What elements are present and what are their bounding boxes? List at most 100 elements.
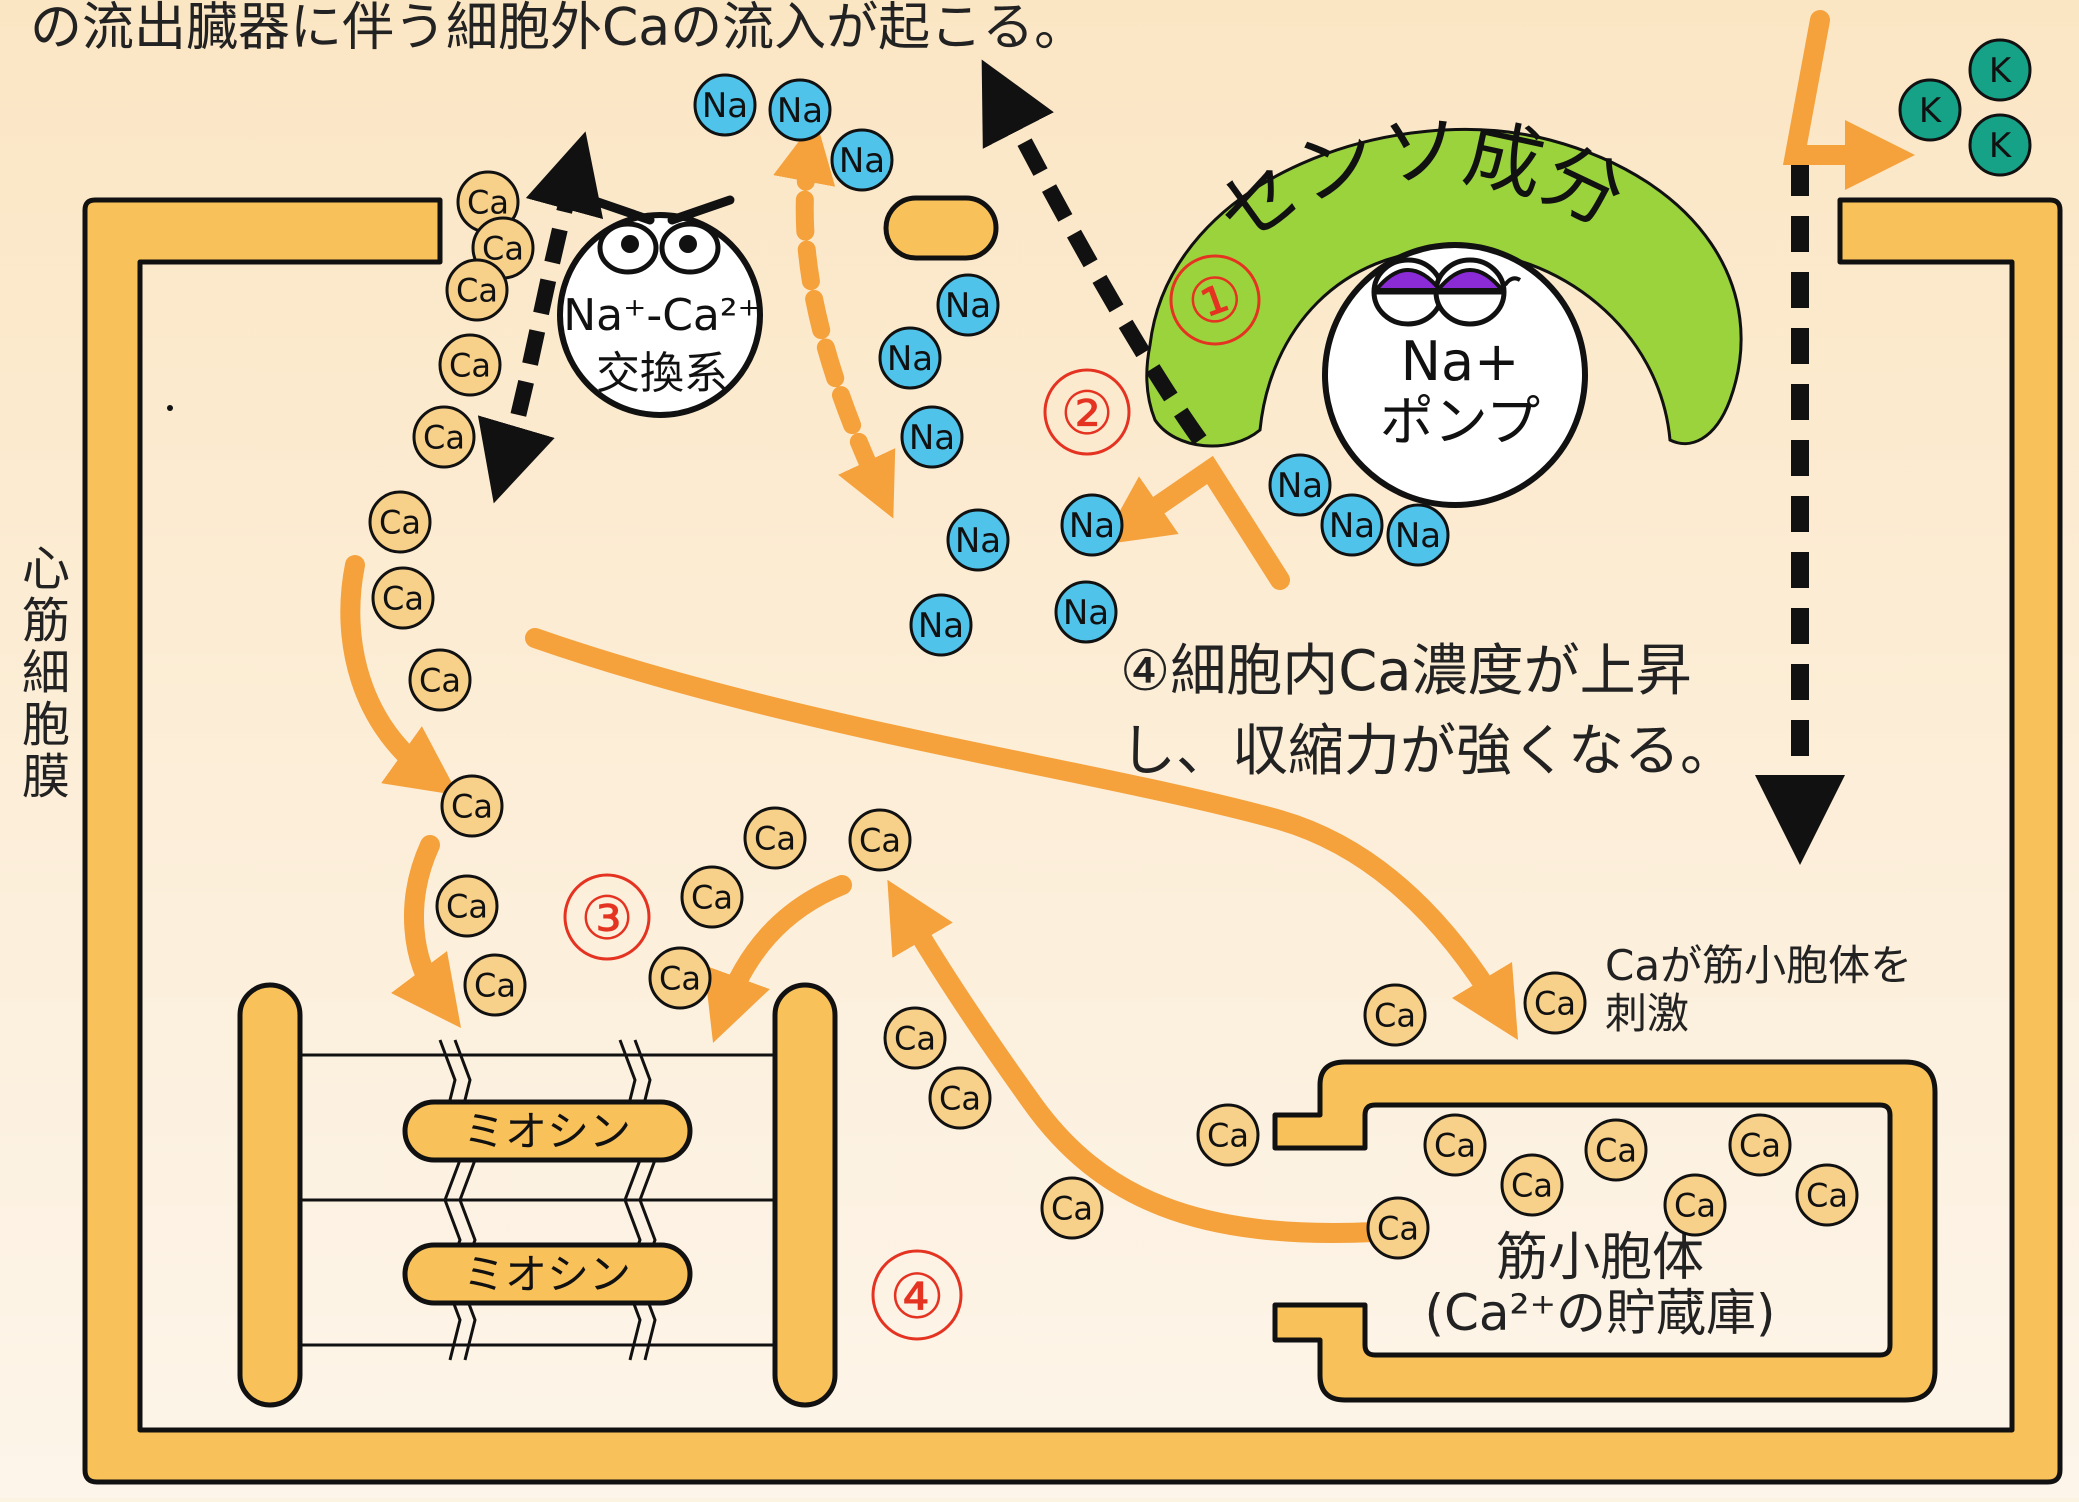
k-ion-label: K	[1919, 91, 1943, 131]
ca-ion: Ca	[368, 490, 432, 554]
ca-ion-label: Ca	[379, 504, 421, 542]
ca-ion: Ca	[1040, 1176, 1104, 1240]
ca-ion: Ca	[463, 953, 527, 1017]
ca-ion-circle	[1584, 1118, 1648, 1182]
sr-stimulus-line1: Caが筋小胞体を	[1605, 941, 1912, 990]
ca-ion-circle	[1795, 1163, 1859, 1227]
ca-ion-circle	[743, 806, 807, 870]
ca-ion-label: Ca	[659, 960, 701, 998]
ca-ion: Ca	[1196, 1103, 1260, 1167]
myosin-label-1: ミオシン	[463, 1107, 631, 1156]
ca-ion: Ca	[408, 648, 472, 712]
ca-ion-label: Ca	[1377, 1210, 1419, 1248]
ca-ion: Ca	[1500, 1153, 1564, 1217]
ca-ion-label: Ca	[449, 347, 491, 385]
na-exchange-dashed-arrow	[773, 119, 896, 519]
step-4-label: ④	[889, 1260, 945, 1333]
membrane-channel-segment	[883, 195, 999, 261]
na-ion-circle	[878, 326, 942, 390]
ca-ion-circle	[1523, 971, 1587, 1035]
ca-stimulates-sr-arrow	[525, 628, 1519, 1041]
ca-ion-circle	[1728, 1113, 1792, 1177]
ca-ion-circle	[368, 490, 432, 554]
ca-ion-circle	[438, 333, 502, 397]
na-ca-exchanger: Na⁺-Ca²⁺ 交換系	[557, 195, 763, 418]
ca-ion-label: Ca	[446, 888, 488, 926]
ca-ion-label: Ca	[451, 788, 493, 826]
ca-ion-circle	[1663, 1173, 1727, 1237]
ca-inflow-arrow-2	[391, 835, 461, 1029]
na-ion-label: Na	[945, 286, 991, 326]
na-ion-circle	[1268, 453, 1332, 517]
k-ion-circle	[1968, 38, 2032, 102]
cell-membrane	[82, 195, 2063, 1485]
exchanger-label-line1: Na⁺-Ca²⁺	[563, 290, 761, 341]
na-ion-label: Na	[1069, 506, 1115, 546]
ca-ion-label: Ca	[1534, 985, 1576, 1023]
k-ion-circle	[1898, 78, 1962, 142]
ca-ion-label: Ca	[939, 1080, 981, 1118]
na-ion-circle	[830, 128, 894, 192]
ca-ion-circle	[445, 258, 509, 322]
ca-ion: Ca	[435, 874, 499, 938]
ca-ion-circle	[928, 1066, 992, 1130]
na-ion-label: Na	[887, 339, 933, 379]
membrane-label-char-1: 心	[22, 541, 70, 597]
ca-ion: Ca	[1584, 1118, 1648, 1182]
ca-ion: Ca	[1663, 1173, 1727, 1237]
na-ion: Na	[909, 593, 973, 657]
na-ion-label: Na	[909, 418, 955, 458]
na-ion-label: Na	[955, 521, 1001, 561]
ca-ion: Ca	[928, 1066, 992, 1130]
ca-ion: Ca	[1363, 983, 1427, 1047]
myosin-bar-2	[402, 1242, 693, 1306]
ca-ion-label: Ca	[1674, 1187, 1716, 1225]
sr-label-line2: (Ca²⁺の貯蔵庫)	[1424, 1284, 1775, 1342]
ca-ion-label: Ca	[1739, 1127, 1781, 1165]
z-disc-left	[237, 982, 303, 1408]
ca-ion-circle	[680, 865, 744, 929]
myosin-label-2: ミオシン	[463, 1250, 631, 1299]
ca-ion-circle	[1196, 1103, 1260, 1167]
na-ion: Na	[1060, 493, 1124, 557]
ca-ion-label: Ca	[754, 820, 796, 858]
sr-label-line1: 筋小胞体	[1496, 1228, 1704, 1288]
k-ion: K	[1898, 78, 1962, 142]
exchanger-label-line2: 交換系	[596, 348, 728, 399]
na-ion: Na	[946, 508, 1010, 572]
k-ion-circle	[1968, 113, 2032, 177]
ca-ion-circle	[463, 953, 527, 1017]
na-ion-label: Na	[777, 91, 823, 131]
ca-ion-circle	[1500, 1153, 1564, 1217]
na-ion: Na	[693, 73, 757, 137]
k-ion: K	[1968, 38, 2032, 102]
membrane-label-char-4: 胞	[22, 697, 70, 753]
ca-ion-label: Ca	[1051, 1190, 1093, 1228]
membrane-label-char-3: 細	[22, 645, 70, 701]
na-inflow-arrow	[1101, 455, 1290, 590]
na-ion: Na	[768, 78, 832, 142]
ca-ion: Ca	[743, 806, 807, 870]
na-ion-label: Na	[702, 86, 748, 126]
membrane-label-char-5: 膜	[22, 749, 70, 805]
ca-ion-circle	[1040, 1176, 1104, 1240]
pump-label-line1: Na+	[1401, 330, 1520, 393]
ca-ion: Ca	[848, 808, 912, 872]
ca-ion-circle	[435, 874, 499, 938]
na-ion-circle	[693, 73, 757, 137]
ca-ion-circle	[1366, 1196, 1430, 1260]
step-2-label: ②	[1060, 379, 1114, 449]
ca-ion: Ca	[1523, 971, 1587, 1035]
ca-ion-label: Ca	[467, 184, 509, 222]
na-ion-circle	[936, 273, 1000, 337]
membrane-label-char-2: 筋	[22, 593, 70, 649]
ca-ion-circle	[412, 405, 476, 469]
na-ion-circle	[946, 508, 1010, 572]
na-ion: Na	[1320, 493, 1384, 557]
na-ion-label: Na	[1329, 506, 1375, 546]
k-ion: K	[1968, 113, 2032, 177]
ca-ion: Ca	[1728, 1113, 1792, 1177]
na-ion: Na	[1054, 580, 1118, 644]
